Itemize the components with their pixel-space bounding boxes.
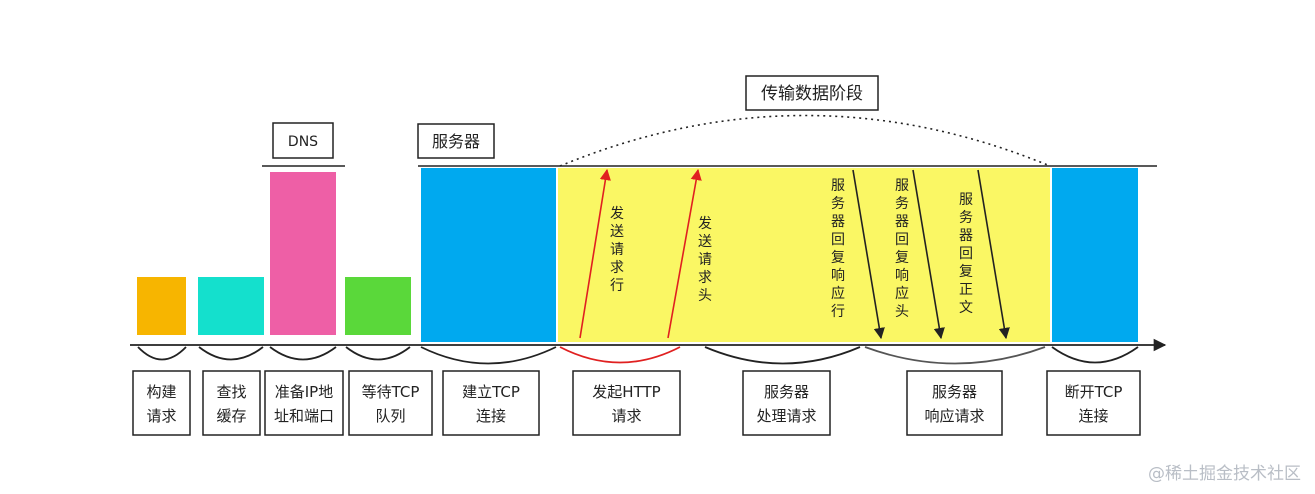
bar-dns-lookup xyxy=(270,172,336,335)
brace-build-request xyxy=(137,346,187,361)
phase-server-response-line1: 服务器 xyxy=(932,383,977,401)
dns-header-box xyxy=(272,122,334,159)
phase-server-response-box xyxy=(906,370,1003,436)
phase-tcp-connect-line1: 建立TCP xyxy=(462,383,520,401)
phase-tcp-connect-box xyxy=(442,370,540,436)
annotation-response-line: 服务器回复响应行 xyxy=(831,178,845,320)
bar-tcp-disconnect xyxy=(1052,168,1138,342)
phase-server-response-line2: 响应请求 xyxy=(924,407,984,425)
brace-server-response xyxy=(864,346,1046,365)
server-header-label: 服务器 xyxy=(432,132,480,151)
brace-dns xyxy=(269,346,337,361)
bar-check-cache xyxy=(198,277,264,335)
brace-server-process xyxy=(704,346,861,365)
phase-tcp-disconnect-box xyxy=(1046,370,1141,436)
phase-tcp-connect: 建立TCP 连接 xyxy=(442,370,540,436)
arrow-response-line xyxy=(852,169,885,340)
phase-http-request-box xyxy=(572,370,681,436)
title-box xyxy=(745,75,879,111)
arrow-send-request-line xyxy=(579,168,611,339)
transfer-phase-arc xyxy=(559,114,1051,167)
phase-tcp-connect-line2: 连接 xyxy=(476,407,506,425)
phase-tcp-disconnect: 断开TCP 连接 xyxy=(1046,370,1141,436)
phase-server-process-line2: 处理请求 xyxy=(756,407,816,425)
brace-tcp-queue xyxy=(345,346,411,361)
brace-check-cache xyxy=(198,346,264,361)
phase-http-request-line2: 请求 xyxy=(611,407,641,425)
phase-server-process-line1: 服务器 xyxy=(764,383,809,401)
bar-build-request xyxy=(137,277,186,335)
annotation-send-request-line: 发送请求行 xyxy=(610,206,624,294)
phase-tcp-queue-line1: 等待TCP xyxy=(362,383,420,401)
brace-http-request xyxy=(559,346,681,364)
phase-build-request-line2: 请求 xyxy=(146,407,176,425)
server-header-box xyxy=(417,123,495,159)
dns-header-label: DNS xyxy=(288,134,318,150)
annotation-response-body: 服务器回复正文 xyxy=(959,192,973,316)
phase-check-cache-box xyxy=(202,370,261,436)
phase-tcp-queue: 等待TCP 队列 xyxy=(348,370,433,436)
bar-tcp-connect xyxy=(421,168,556,342)
phase-tcp-queue-box xyxy=(348,370,433,436)
phase-tcp-disconnect-line2: 连接 xyxy=(1078,407,1108,425)
phase-tcp-queue-line2: 队列 xyxy=(375,407,405,425)
phase-http-request: 发起HTTP 请求 xyxy=(572,370,681,436)
phase-build-request-box xyxy=(132,370,191,436)
brace-tcp-connect xyxy=(420,346,557,365)
brace-tcp-disconnect xyxy=(1051,346,1139,364)
phase-prepare-ip-port-line2: 址和端口 xyxy=(274,407,334,425)
phase-server-process-box xyxy=(742,370,831,436)
arrow-response-header xyxy=(912,169,945,340)
phase-prepare-ip-port-box xyxy=(264,370,344,436)
annotation-response-header: 服务器回复响应头 xyxy=(895,178,909,320)
arrow-response-body xyxy=(977,169,1010,340)
phase-build-request-line1: 构建 xyxy=(146,383,176,401)
bar-data-transfer xyxy=(558,168,1050,342)
bar-tcp-queue xyxy=(345,277,411,335)
arrow-send-request-header xyxy=(667,168,702,339)
phase-http-request-line1: 发起HTTP xyxy=(592,383,660,401)
title-text: 传输数据阶段 xyxy=(761,84,863,104)
annotation-send-request-header: 发送请求头 xyxy=(698,216,712,304)
phase-prepare-ip-port-line1: 准备IP地 xyxy=(275,383,333,401)
watermark: @稀土掘金技术社区 xyxy=(1148,464,1301,484)
phase-tcp-disconnect-line1: 断开TCP xyxy=(1065,383,1123,401)
phase-check-cache-line2: 缓存 xyxy=(216,407,246,425)
phase-check-cache-line1: 查找 xyxy=(216,383,246,401)
phase-labels: 构建请求查找缓存准备IP地址和端口等待TCP队列建立TCP连接发起HTTP请求服… xyxy=(132,370,1141,436)
vertical-annotations: 发送请求行 发送请求头 服务器回复响应行 服务器回复响应头 服务器回复正文 xyxy=(610,178,973,320)
